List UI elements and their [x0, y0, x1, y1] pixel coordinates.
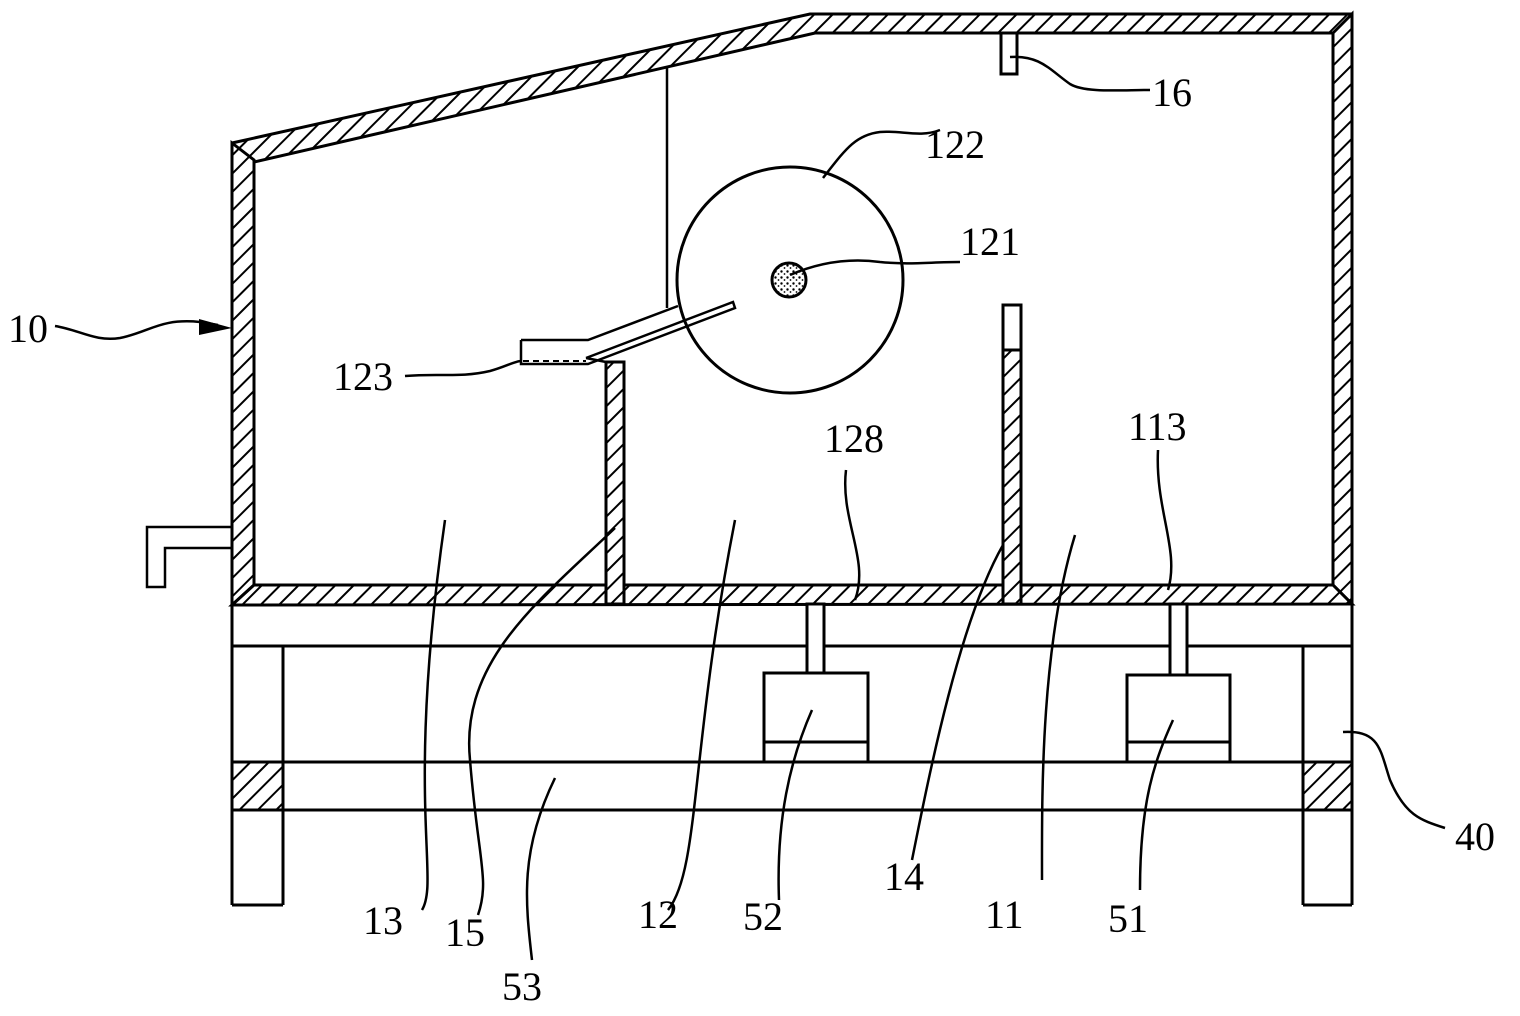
label-51: 51: [1108, 896, 1148, 941]
label-10: 10: [8, 306, 48, 351]
arrowhead-10: [199, 319, 232, 335]
pump-52: [762, 602, 870, 764]
outlet-pipe: [145, 525, 232, 589]
partition-15: [604, 360, 626, 606]
shaft-121: [770, 261, 808, 299]
leader-11: [1040, 534, 1077, 881]
pump-51: [1125, 602, 1232, 764]
label-40: 40: [1455, 814, 1495, 859]
partition-14-hatched: [1001, 348, 1023, 606]
leader-51: [1138, 719, 1175, 891]
leader-122: [822, 128, 941, 179]
label-113: 113: [1128, 404, 1187, 449]
label-11: 11: [985, 892, 1024, 937]
label-15: 15: [445, 910, 485, 955]
housing-floor: [228, 583, 1356, 607]
sensor-16: [999, 31, 1019, 76]
label-14: 14: [884, 854, 924, 899]
label-122: 122: [925, 122, 985, 167]
leader-12: [667, 519, 737, 911]
leader-14: [910, 544, 1005, 861]
label-12: 12: [638, 892, 678, 937]
frame-right-hatch: [1301, 760, 1354, 812]
label-128: 128: [824, 416, 884, 461]
frame-left-hatch: [230, 760, 285, 812]
leader-16: [1009, 55, 1151, 92]
housing: [228, 10, 1356, 609]
leader-lines: [54, 55, 1446, 961]
leader-121: [789, 259, 961, 277]
housing-left-wall: [230, 139, 256, 609]
label-53: 53: [502, 964, 542, 1009]
partition-14-cap: [1001, 303, 1023, 352]
leader-113: [1156, 449, 1173, 591]
label-13: 13: [363, 898, 403, 943]
leader-123: [404, 359, 522, 378]
label-121: 121: [960, 219, 1020, 264]
leader-128: [843, 469, 861, 601]
leader-10: [54, 320, 219, 341]
label-52: 52: [743, 894, 783, 939]
leader-13: [420, 519, 447, 911]
leader-53: [525, 777, 557, 961]
partition-14: [1001, 303, 1023, 606]
leader-52: [777, 709, 814, 901]
housing-right-wall: [1331, 10, 1354, 608]
leader-15: [467, 527, 616, 916]
label-16: 16: [1152, 70, 1192, 115]
label-123: 123: [333, 354, 393, 399]
reference-numerals: 10 16 122 121 123 128 113 13 15 53 12 52…: [8, 70, 1495, 1009]
leader-40: [1342, 730, 1446, 830]
